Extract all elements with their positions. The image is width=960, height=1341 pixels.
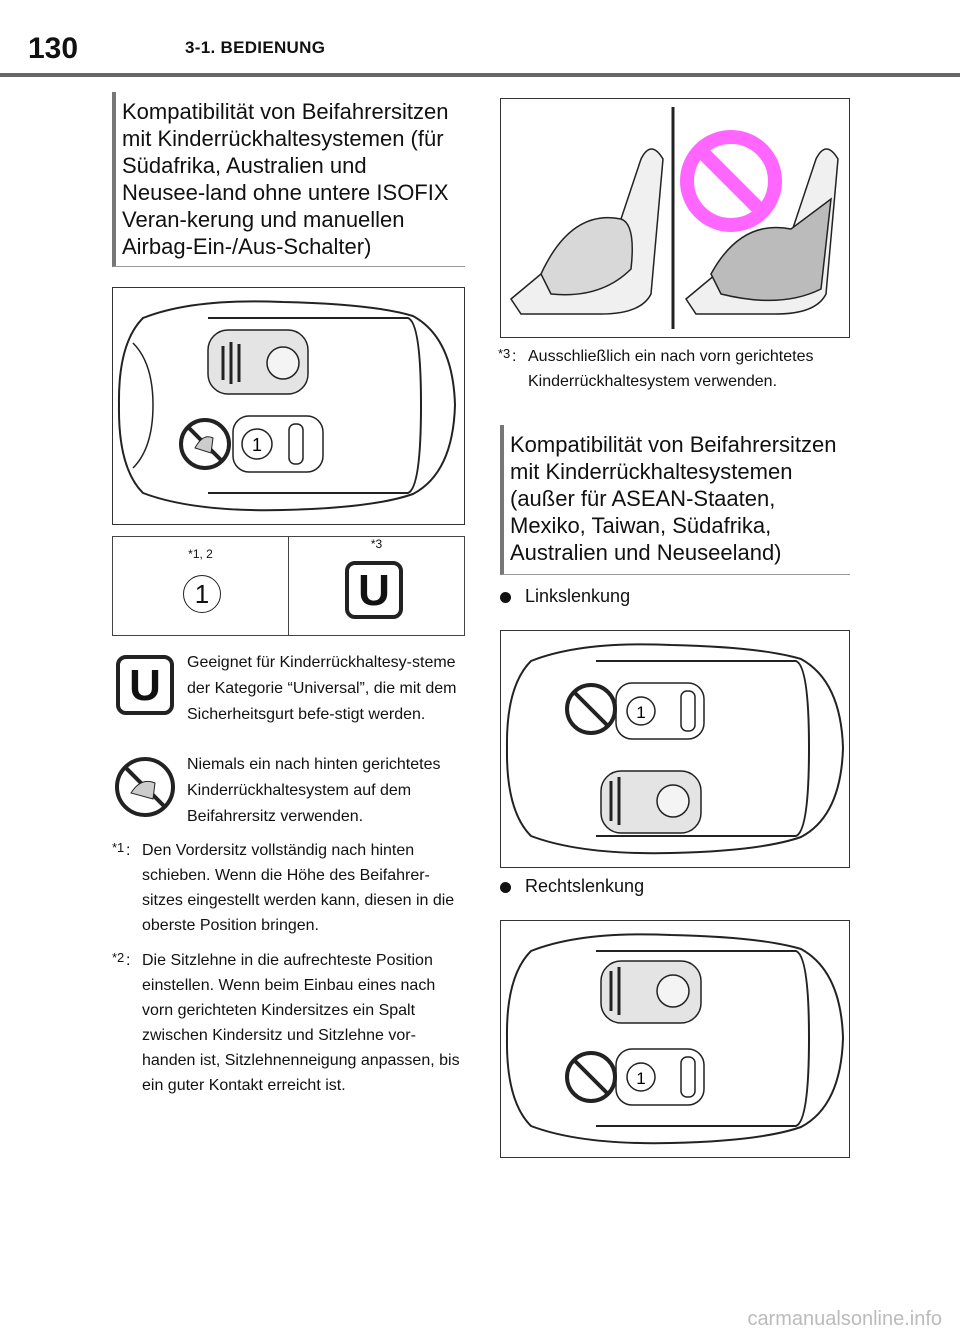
footnote-2: *2: Die Sitzlehne in die aufrechteste Po…	[112, 948, 467, 1098]
symbol-circle-1: 1	[183, 575, 221, 613]
seat-diagram	[500, 98, 850, 338]
watermark: carmanualsonline.info	[747, 1308, 942, 1330]
footnote-2-mark: *2	[112, 950, 125, 965]
header-rule	[0, 73, 960, 77]
rhd-seat-label: 1	[636, 1069, 645, 1088]
footnote-1-text: Den Vordersitz vollständig nach hinten s…	[142, 842, 455, 934]
col1-ref: *1, 2	[188, 547, 213, 561]
car-rhd-svg: 1	[505, 933, 845, 1145]
page-header: 130 3-1. BEDIENUNG	[0, 0, 960, 78]
bullet-rhd-text: Rechtslenkung	[525, 876, 645, 896]
footnote-2-text: Die Sitzlehne in die aufrechteste Positi…	[142, 952, 460, 1094]
lhd-seat-label: 1	[636, 703, 645, 722]
bullet-dot	[500, 881, 511, 893]
footnote-1-mark: *1	[112, 840, 125, 855]
right-heading: Kompatibilität von Beifahrersitzen mit K…	[500, 425, 850, 575]
car-topview-svg: 1	[117, 300, 457, 512]
bullet-lhd-text: Linkslenkung	[525, 586, 631, 606]
footnote-3-mark: *3	[498, 346, 511, 361]
seat-label: 1	[252, 435, 262, 455]
legend-universal-icon: U	[116, 655, 174, 715]
footnote-3-text: Ausschließlich ein nach vorn gerichtetes…	[528, 348, 814, 390]
table-col-1: *1, 2 1	[113, 537, 289, 635]
footnote-3: *3: Ausschließlich ein nach vorn gericht…	[498, 344, 858, 394]
car-diagram-lhd: 1	[500, 630, 850, 868]
no-rearfacing-icon	[115, 757, 175, 817]
bullet-rhd: Rechtslenkung	[500, 876, 644, 897]
page-number: 130	[28, 32, 79, 65]
bullet-lhd: Linkslenkung	[500, 586, 630, 607]
compatibility-table: *1, 2 1 *3 U	[112, 536, 465, 636]
seat-svg	[510, 107, 839, 329]
bullet-dot	[500, 591, 511, 603]
car-diagram-left: 1	[112, 287, 465, 525]
table-col-2: *3 U	[289, 537, 464, 635]
legend-universal-text: Geeignet für Kinderrückhaltesy-steme der…	[187, 654, 457, 723]
section-title: 3-1. BEDIENUNG	[185, 38, 326, 57]
col2-ref: *3	[370, 537, 383, 551]
footnote-1: *1: Den Vordersitz vollständig nach hint…	[112, 838, 467, 938]
symbol-universal-u: U	[345, 561, 403, 619]
car-diagram-rhd: 1	[500, 920, 850, 1158]
car-lhd-svg: 1	[505, 643, 845, 855]
legend-no-rearfacing-text: Niemals ein nach hinten gerichtetes Kind…	[187, 756, 441, 825]
left-heading: Kompatibilität von Beifahrersitzen mit K…	[112, 92, 465, 267]
